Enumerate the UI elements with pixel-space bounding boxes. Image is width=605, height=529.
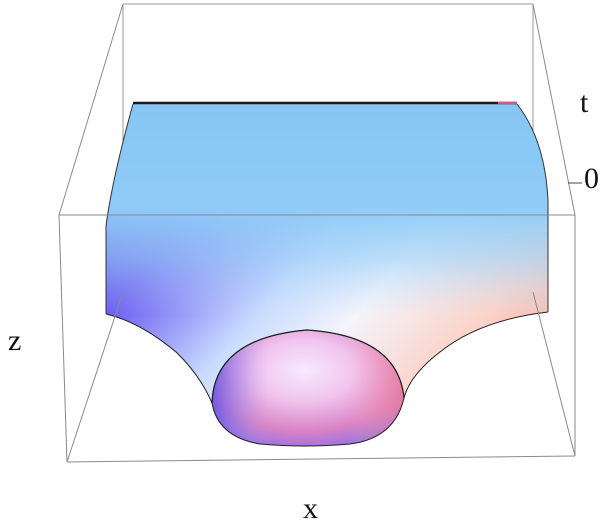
z-axis-label: z: [8, 324, 22, 357]
surface: [105, 101, 549, 447]
t-axis-label: t: [580, 86, 589, 119]
t-tick-label-zero: 0: [584, 162, 599, 195]
x-axis-label: x: [303, 492, 318, 525]
bounding-box-front: [58, 3, 576, 463]
